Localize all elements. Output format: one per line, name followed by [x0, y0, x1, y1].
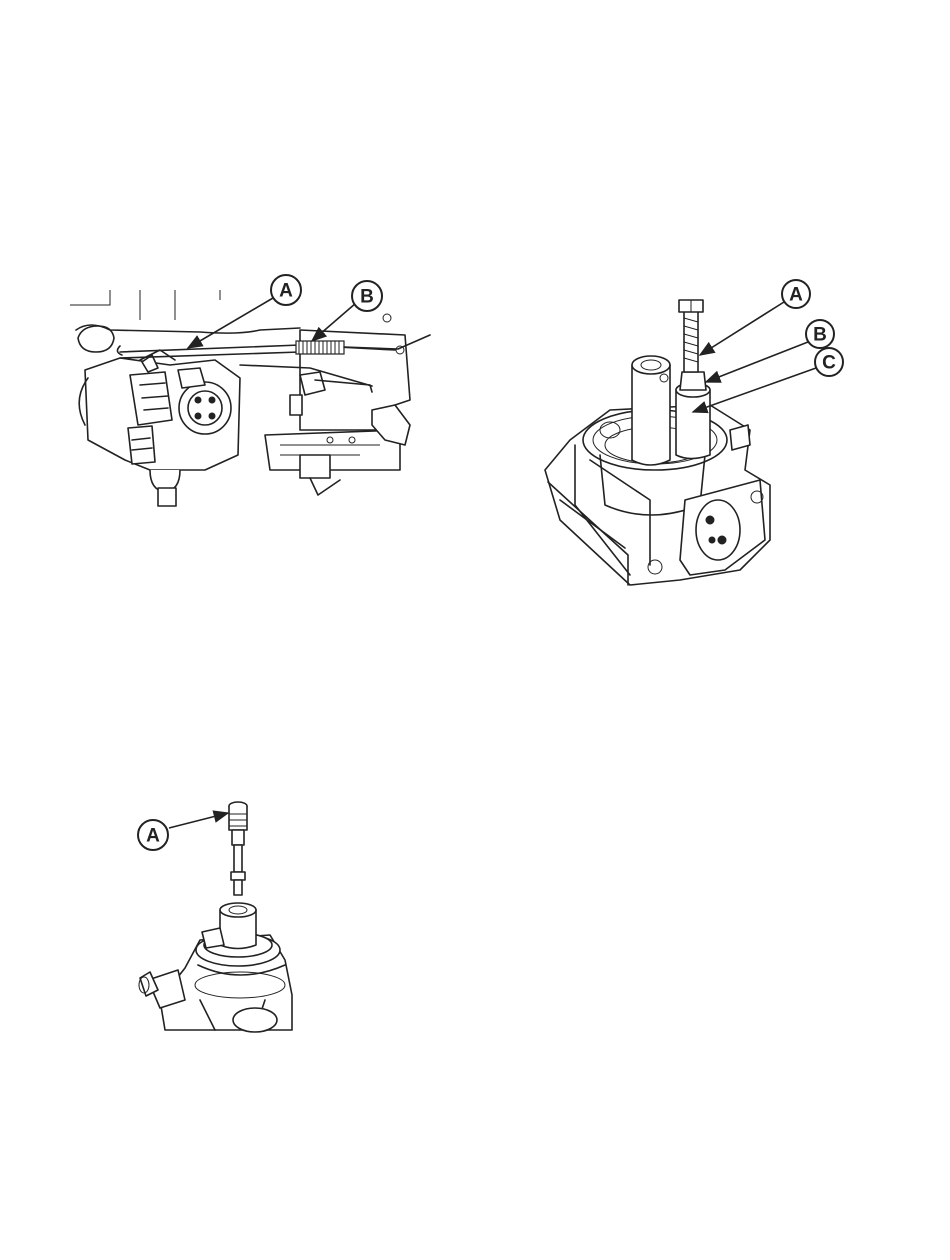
svg-text:C: C — [822, 353, 836, 374]
figure-1-illustration: A B — [60, 270, 450, 520]
callout-a-leader — [188, 298, 273, 348]
figure-2-illustration: A B C — [540, 275, 860, 595]
svg-text:B: B — [813, 325, 827, 346]
callout-a: A — [782, 280, 810, 308]
figure-3-drawing: A — [130, 795, 310, 1040]
svg-text:A: A — [789, 285, 803, 306]
callout-a-leader — [169, 813, 228, 828]
callout-a: A — [271, 275, 301, 305]
callout-b: B — [806, 320, 834, 348]
callout-a: A — [138, 820, 168, 850]
callout-a-leader — [700, 302, 784, 355]
svg-text:A: A — [279, 281, 293, 302]
callout-c-leader — [693, 368, 816, 412]
svg-text:B: B — [360, 287, 374, 308]
svg-text:A: A — [146, 826, 160, 847]
figure-1-drawing: A B — [60, 270, 450, 520]
main-nozzle — [229, 802, 247, 895]
callout-c: C — [815, 348, 843, 376]
figure-2-drawing: A B C — [540, 275, 860, 595]
governor-spring — [296, 341, 344, 354]
callout-b: B — [352, 281, 382, 311]
figure-3-illustration: A — [130, 795, 310, 1040]
